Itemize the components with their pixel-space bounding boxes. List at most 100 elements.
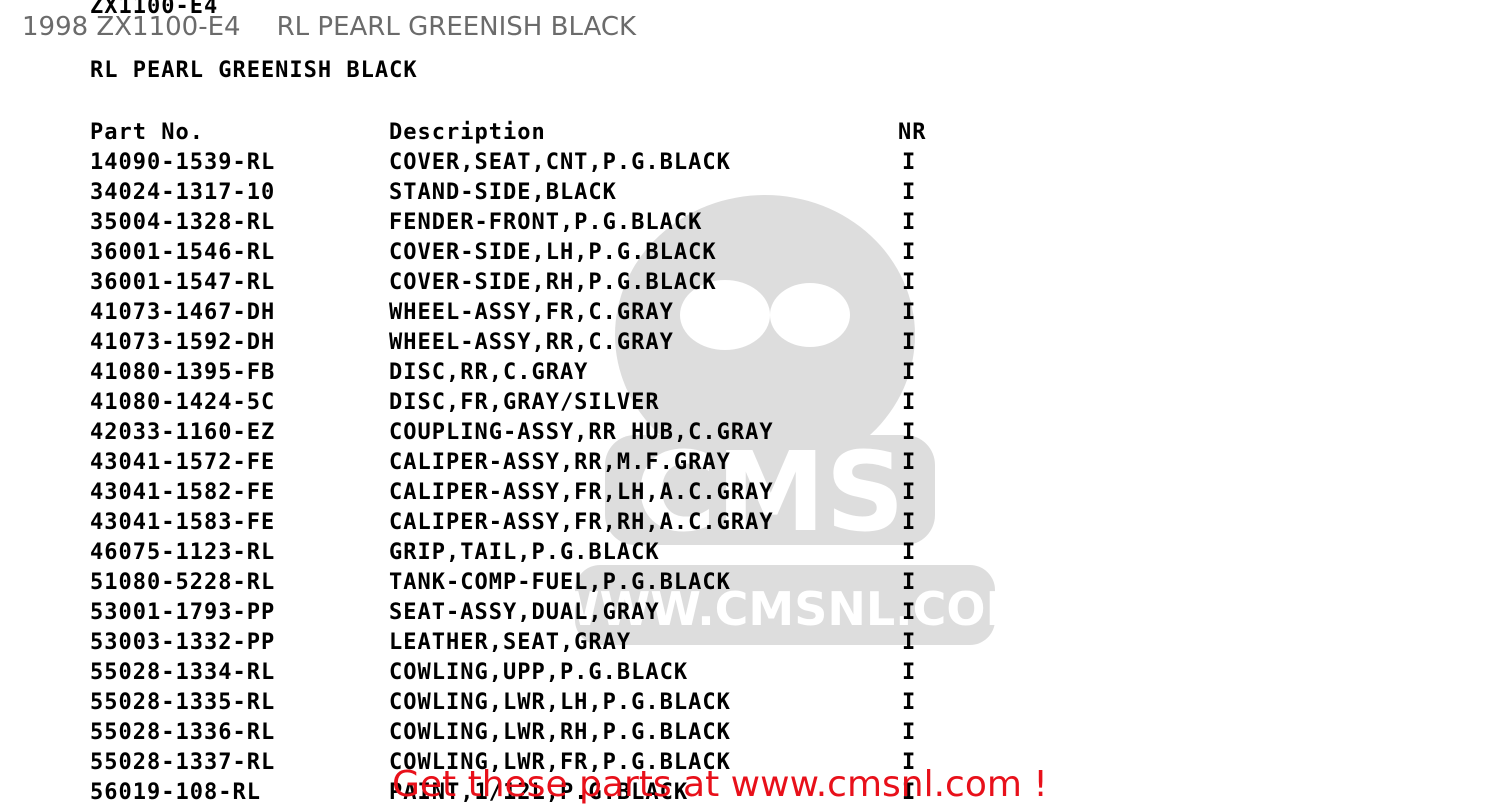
description-cell: COVER,SEAT,CNT,P.G.BLACK [389,150,731,175]
description-cell: COWLING,LWR,FR,P.G.BLACK [389,750,731,775]
nr-cell: I [902,510,917,535]
nr-cell: I [902,360,917,385]
table-row: 14090-1539-RL COVER,SEAT,CNT,P.G.BLACK I [90,148,970,178]
part-number-cell: 34024-1317-10 [90,180,276,205]
footer-banner-link[interactable]: Get these parts at www.cmsnl.com ! [392,764,1048,805]
part-number-cell: 43041-1583-FE [90,510,276,535]
part-number-cell: 53003-1332-PP [90,630,276,655]
nr-cell: I [902,270,917,295]
part-number-cell: 53001-1793-PP [90,600,276,625]
description-cell: LEATHER,SEAT,GRAY [389,630,632,655]
description-cell: WHEEL-ASSY,RR,C.GRAY [389,330,674,355]
part-number-cell: 35004-1328-RL [90,210,276,235]
part-number-cell: 41080-1395-FB [90,360,276,385]
nr-cell: I [902,330,917,355]
table-row: 43041-1583-FE CALIPER-ASSY,FR,RH,A.C.GRAY… [90,508,970,538]
page-title: 1998 ZX1100-E4 RL PEARL GREENISH BLACK [22,12,636,42]
table-row: 43041-1582-FE CALIPER-ASSY,FR,LH,A.C.GRAY… [90,478,970,508]
nr-cell: I [902,390,917,415]
nr-cell: I [902,570,917,595]
description-cell: COWLING,UPP,P.G.BLACK [389,660,689,685]
part-number-cell: 55028-1337-RL [90,750,276,775]
document-color-subtitle: RL PEARL GREENISH BLACK [90,58,418,83]
part-number-cell: 43041-1572-FE [90,450,276,475]
header-part-no: Part No. [90,120,204,145]
part-number-cell: 36001-1547-RL [90,270,276,295]
table-row: 46075-1123-RL GRIP,TAIL,P.G.BLACK I [90,538,970,568]
table-row: 43041-1572-FE CALIPER-ASSY,RR,M.F.GRAY I [90,448,970,478]
description-cell: COVER-SIDE,LH,P.G.BLACK [389,240,717,265]
description-cell: DISC,RR,C.GRAY [389,360,589,385]
description-cell: COVER-SIDE,RH,P.G.BLACK [389,270,717,295]
nr-cell: I [902,630,917,655]
description-cell: SEAT-ASSY,DUAL,GRAY [389,600,660,625]
part-number-cell: 43041-1582-FE [90,480,276,505]
nr-cell: I [902,660,917,685]
nr-cell: I [902,300,917,325]
nr-cell: I [902,480,917,505]
part-number-cell: 55028-1335-RL [90,690,276,715]
description-cell: WHEEL-ASSY,FR,C.GRAY [389,300,674,325]
part-number-cell: 14090-1539-RL [90,150,276,175]
watermark-url-text: WWW.CMSNL.COM [549,582,995,636]
part-number-cell: 42033-1160-EZ [90,420,276,445]
part-number-cell: 41080-1424-5C [90,390,276,415]
nr-cell: I [902,600,917,625]
table-row: 55028-1335-RL COWLING,LWR,LH,P.G.BLACK I [90,688,970,718]
description-cell: CALIPER-ASSY,FR,LH,A.C.GRAY [389,480,774,505]
parts-table: Part No. Description NR 14090-1539-RL COV… [90,118,970,808]
nr-cell: I [902,780,917,805]
description-cell: FENDER-FRONT,P.G.BLACK [389,210,703,235]
header-nr: NR [898,120,927,145]
nr-cell: I [902,150,917,175]
part-number-cell: 46075-1123-RL [90,540,276,565]
nr-cell: I [902,690,917,715]
table-row: 53003-1332-PP LEATHER,SEAT,GRAY I [90,628,970,658]
part-number-cell: 41073-1467-DH [90,300,276,325]
cms-mascot-icon: CMS WWW.CMSNL.COM [549,195,995,645]
nr-cell: I [902,180,917,205]
part-number-cell: 55028-1336-RL [90,720,276,745]
description-cell: PAINT,1/12L,P.G.BLACK [389,780,689,805]
description-cell: COWLING,LWR,RH,P.G.BLACK [389,720,731,745]
description-cell: CALIPER-ASSY,RR,M.F.GRAY [389,450,731,475]
table-row: 36001-1547-RL COVER-SIDE,RH,P.G.BLACK I [90,268,970,298]
part-number-cell: 51080-5228-RL [90,570,276,595]
watermark-cms-text: CMS [635,428,904,556]
nr-cell: I [902,420,917,445]
nr-cell: I [902,240,917,265]
nr-cell: I [902,750,917,775]
description-cell: TANK-COMP-FUEL,P.G.BLACK [389,570,731,595]
page-title-model: 1998 ZX1100-E4 [22,12,241,42]
table-row: 36001-1546-RL COVER-SIDE,LH,P.G.BLACK I [90,238,970,268]
table-row: 55028-1337-RL COWLING,LWR,FR,P.G.BLACK I [90,748,970,778]
description-cell: STAND-SIDE,BLACK [389,180,617,205]
description-cell: CALIPER-ASSY,FR,RH,A.C.GRAY [389,510,774,535]
table-row: 41080-1395-FB DISC,RR,C.GRAY I [90,358,970,388]
page-title-color: RL PEARL GREENISH BLACK [276,12,637,42]
description-cell: COUPLING-ASSY,RR HUB,C.GRAY [389,420,774,445]
part-number-cell: 55028-1334-RL [90,660,276,685]
part-number-cell: 36001-1546-RL [90,240,276,265]
part-number-cell: 56019-108-RL [90,780,261,805]
table-row: 42033-1160-EZ COUPLING-ASSY,RR HUB,C.GRAY… [90,418,970,448]
nr-cell: I [902,210,917,235]
table-header-row: Part No. Description NR [90,118,970,148]
table-row: 35004-1328-RL FENDER-FRONT,P.G.BLACK I [90,208,970,238]
description-cell: GRIP,TAIL,P.G.BLACK [389,540,660,565]
table-row: 53001-1793-PP SEAT-ASSY,DUAL,GRAY I [90,598,970,628]
nr-cell: I [902,540,917,565]
description-cell: DISC,FR,GRAY/SILVER [389,390,660,415]
nr-cell: I [902,720,917,745]
table-row: 41073-1467-DH WHEEL-ASSY,FR,C.GRAY I [90,298,970,328]
table-row: 41080-1424-5C DISC,FR,GRAY/SILVER I [90,388,970,418]
description-cell: COWLING,LWR,LH,P.G.BLACK [389,690,731,715]
table-row: 55028-1336-RL COWLING,LWR,RH,P.G.BLACK I [90,718,970,748]
table-row: 34024-1317-10 STAND-SIDE,BLACK I [90,178,970,208]
document-model-label: ZX1100-E4 [90,0,219,19]
nr-cell: I [902,450,917,475]
table-row: 51080-5228-RL TANK-COMP-FUEL,P.G.BLACK I [90,568,970,598]
table-row: 56019-108-RL PAINT,1/12L,P.G.BLACK I [90,778,970,808]
